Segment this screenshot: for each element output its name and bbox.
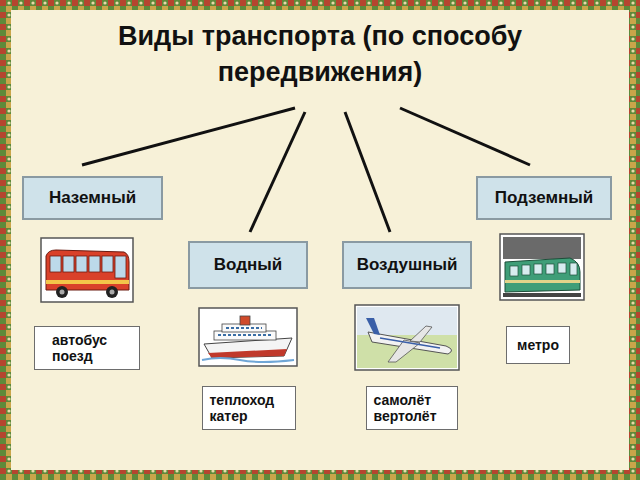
bus-picture	[41, 238, 133, 302]
example-box: самолёт вертолёт	[366, 386, 458, 430]
example-label: метро	[517, 337, 559, 353]
category-box: Подземный	[476, 176, 612, 220]
metro-picture	[500, 234, 584, 300]
category-label: Воздушный	[357, 255, 458, 275]
example-label: теплоход катер	[210, 392, 288, 424]
category-box: Наземный	[22, 176, 163, 220]
ship-picture	[199, 308, 297, 366]
category-box: Воздушный	[342, 241, 472, 289]
category-label: Водный	[214, 255, 282, 275]
example-label: самолёт вертолёт	[374, 392, 450, 424]
airplane-picture	[355, 305, 459, 370]
example-label: автобус поезд	[52, 332, 122, 364]
diagram-title: Виды транспорта (по способу передвижения…	[40, 18, 600, 90]
category-label: Подземный	[495, 188, 594, 208]
example-box: автобус поезд	[34, 326, 140, 370]
page-ground	[11, 10, 629, 470]
example-box: метро	[506, 326, 570, 364]
example-box: теплоход катер	[202, 386, 296, 430]
category-label: Наземный	[49, 188, 136, 208]
category-box: Водный	[188, 241, 308, 289]
